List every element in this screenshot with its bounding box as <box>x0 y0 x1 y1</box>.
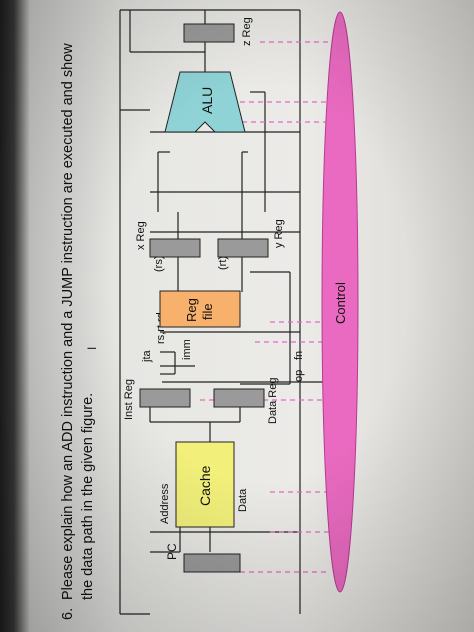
pc-register <box>183 553 241 573</box>
alu-block <box>164 71 246 133</box>
control-unit <box>321 11 359 593</box>
reg-file-label-2: file <box>200 303 215 320</box>
z-register <box>183 23 235 43</box>
data-register <box>213 388 265 408</box>
text-cursor-icon: I <box>85 347 99 350</box>
data-reg-label: Data Reg <box>267 378 279 424</box>
cache-label: Cache <box>197 465 213 506</box>
jta-label: jta <box>141 350 153 364</box>
y-reg-label: y Reg <box>273 219 285 248</box>
op-label: op <box>293 370 305 382</box>
pc-label: PC <box>165 543 179 560</box>
fn-label: fn <box>293 351 305 360</box>
inst-register <box>139 388 191 408</box>
address-label: Address <box>159 483 171 524</box>
question-text-line1: Please explain how an ADD instruction an… <box>60 43 76 600</box>
cache-block <box>175 441 235 528</box>
question-text-line2: the data path in the given figure. <box>80 393 96 600</box>
alu-label: ALU <box>199 87 215 114</box>
data-label: Data <box>237 488 249 512</box>
x-reg-label: x Reg <box>135 221 147 250</box>
control-label: Control <box>333 282 348 324</box>
inst-reg-label: Inst Reg <box>123 379 135 420</box>
rs-label: (rs) <box>153 256 165 273</box>
z-reg-label: z Reg <box>241 17 253 46</box>
rt-label: (rt) <box>217 256 229 270</box>
x-register <box>149 238 201 258</box>
reg-file-label-1: Reg <box>184 298 199 322</box>
imm-label: imm <box>181 339 193 360</box>
y-register <box>217 238 269 258</box>
question-number: 6. <box>60 608 76 620</box>
reg-file-block <box>159 290 241 328</box>
